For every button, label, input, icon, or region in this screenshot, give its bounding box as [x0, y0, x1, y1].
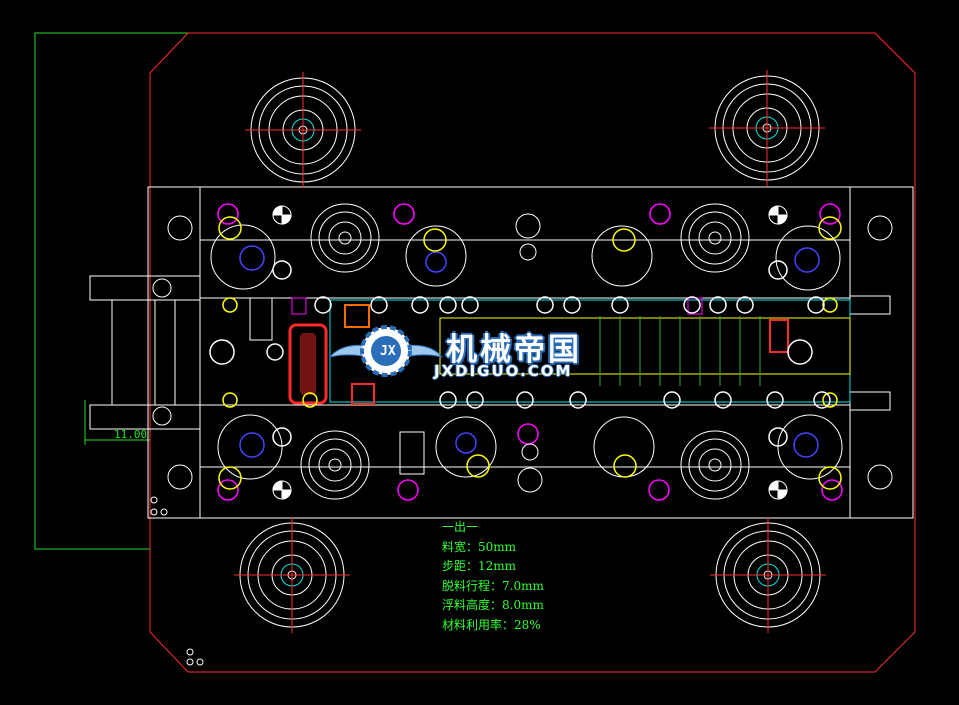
dowel-pin-symbols	[272, 205, 788, 500]
gear-wings-emblem-icon	[328, 325, 444, 377]
watermark-subtitle: JXDIGUO.COM	[434, 362, 573, 380]
die-set-outline	[149, 32, 916, 673]
outer-screw-holes	[152, 213, 893, 493]
note-pitch: 步距：12mm	[442, 559, 517, 573]
small-vent-holes	[150, 496, 204, 666]
process-notes: 一出一 料宽：50mm 步距：12mm 脱料行程：7.0mm 浮料高度：8.0m…	[442, 518, 544, 635]
note-layout: 一出一	[442, 520, 479, 534]
dimension-label: 11.00	[114, 428, 148, 441]
note-stripping-stroke: 脱料行程：7.0mm	[442, 578, 544, 593]
strip-guide-left	[89, 275, 201, 430]
watermark-logo: JX 机械帝国 JXDIGUO.COM	[330, 318, 630, 384]
dimension-frame	[34, 32, 188, 550]
inner-guide-pillars	[210, 203, 843, 500]
note-strip-width: 料宽：50mm	[442, 539, 517, 554]
note-lift-height: 浮料高度：8.0mm	[442, 598, 544, 612]
watermark-badge-letters: JX	[380, 344, 396, 359]
pilot-pin-row	[209, 260, 831, 447]
watermark-title: 机械帝国	[446, 332, 582, 368]
note-material-utilization: 材料利用率：28%	[442, 617, 541, 632]
guide-post-bushings	[234, 70, 826, 633]
strip-layout	[249, 297, 851, 475]
spring-and-screw-holes	[217, 203, 843, 501]
